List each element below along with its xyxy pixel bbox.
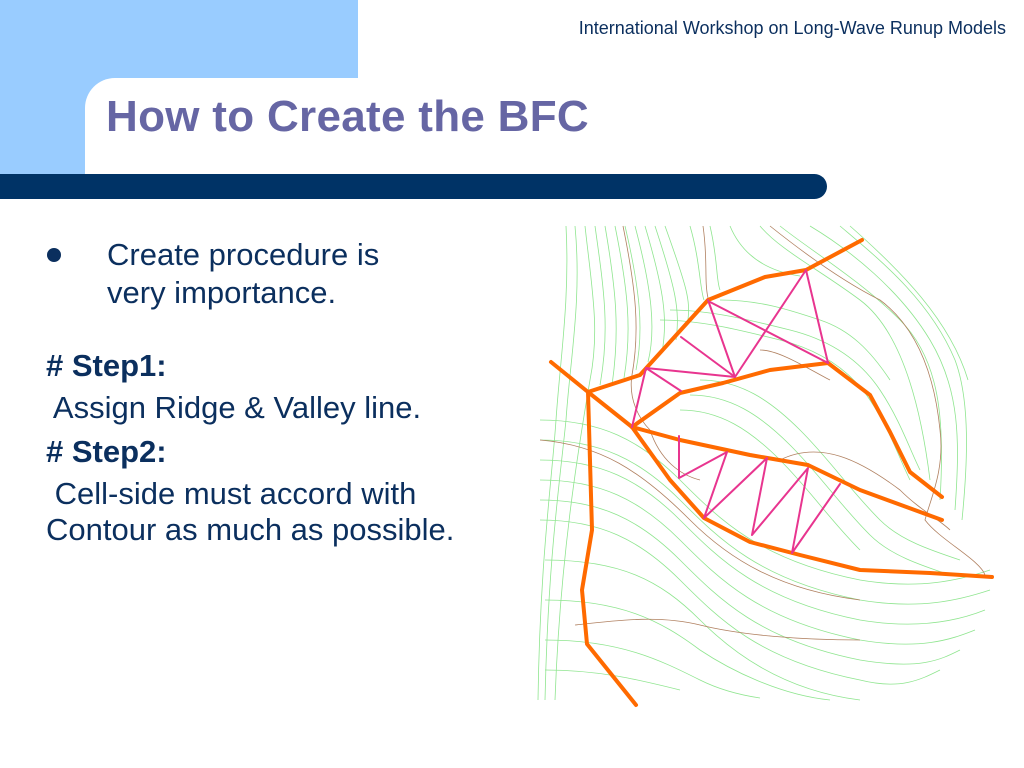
- major-contours: [539, 225, 986, 641]
- page-title: How to Create the BFC: [106, 92, 589, 141]
- workshop-header: International Workshop on Long-Wave Runu…: [578, 18, 1006, 38]
- step1-text: Assign Ridge & Valley line.: [46, 390, 422, 425]
- title-card: [85, 78, 1024, 176]
- step2-text-line-2: Contour as much as possible.: [46, 512, 455, 547]
- step2-label: # Step2:: [46, 434, 167, 469]
- step2-text-line-1: Cell-side must accord with: [46, 476, 417, 511]
- title-underline-bar: [0, 174, 827, 199]
- bullet-text: Create procedure is very importance.: [107, 236, 507, 312]
- contour-lines: [537, 225, 991, 701]
- contour-map-diagram: [537, 225, 994, 707]
- cell-side-lines: [631, 269, 841, 554]
- step1-label: # Step1:: [46, 348, 167, 383]
- bullet-line-1: Create procedure is: [107, 237, 380, 272]
- bullet-icon: [47, 248, 61, 262]
- bullet-line-2: very importance.: [107, 275, 337, 310]
